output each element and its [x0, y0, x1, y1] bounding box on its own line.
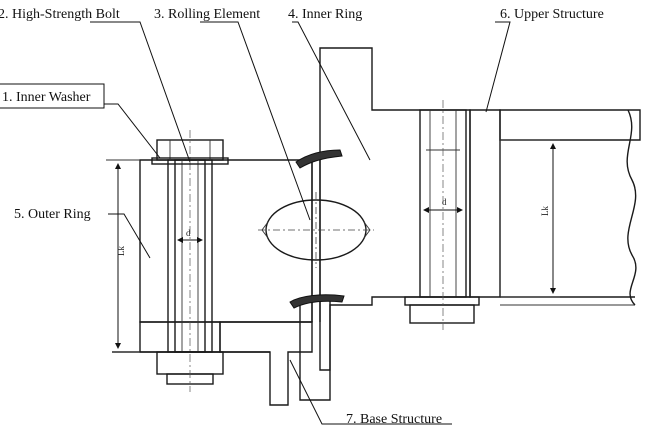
lk-right-label: Lk — [540, 206, 550, 216]
dimension-lk-right: Lk — [500, 139, 560, 298]
leader-lines — [90, 21, 511, 425]
label-inner-ring: 4. Inner Ring — [288, 7, 362, 22]
label-inner-washer: 1. Inner Washer — [2, 90, 91, 105]
label-base-structure: 7. Base Structure — [346, 412, 442, 427]
inner-washer — [151, 157, 229, 165]
label-upper-structure: 6. Upper Structure — [500, 7, 604, 22]
label-high-strength-bolt: 2. High-Strength Bolt — [0, 7, 120, 22]
d-left-label: d — [186, 228, 191, 238]
inner-washer-label-box — [0, 83, 105, 109]
label-rolling-element: 3. Rolling Element — [154, 7, 260, 22]
inner-ring — [319, 47, 471, 371]
dimension-d-left: d — [177, 228, 203, 243]
dimension-d-right: d — [423, 197, 463, 213]
outer-ring — [139, 159, 313, 353]
high-strength-bolt — [156, 130, 224, 392]
upper-structure — [469, 109, 641, 306]
d-right-label: d — [442, 197, 447, 207]
upper-bolt — [404, 100, 480, 330]
lk-left-label: Lk — [116, 246, 126, 256]
dimension-lk-left: Lk — [106, 159, 140, 353]
seal-lower — [289, 294, 345, 309]
label-outer-ring: 5. Outer Ring — [14, 207, 91, 222]
seal-upper — [295, 149, 343, 169]
